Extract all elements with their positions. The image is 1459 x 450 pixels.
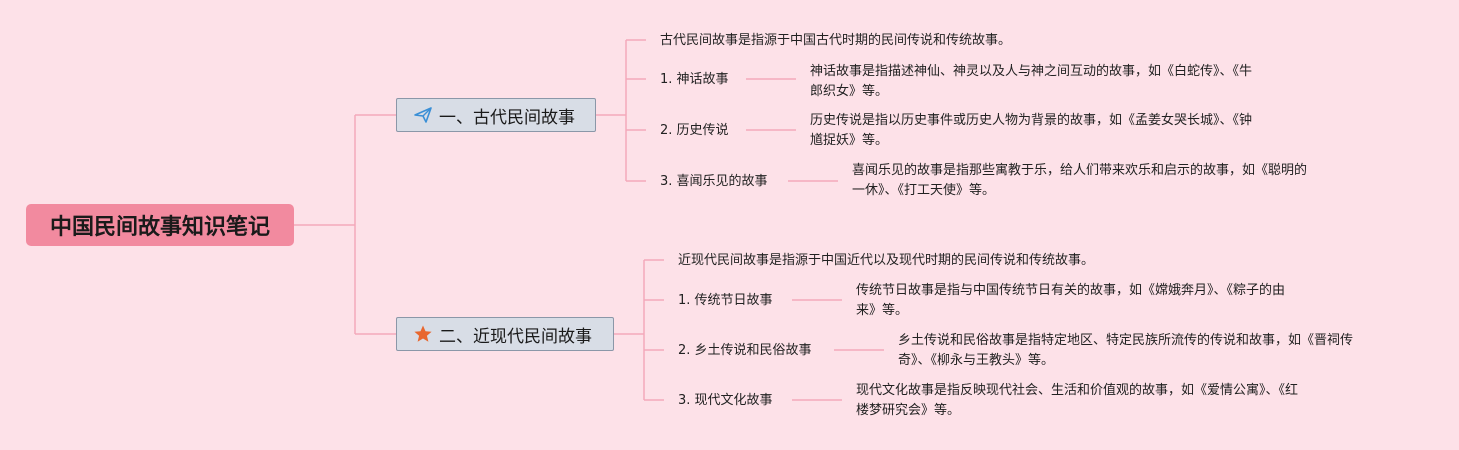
topic-popular-desc: 喜闻乐见的故事是指那些寓教于乐，给人们带来欢乐和启示的故事，如《聪明的 一休》、… xyxy=(852,163,1308,198)
root-topic[interactable]: 中国民间故事知识笔记 xyxy=(26,204,294,246)
topic-modern-culture-desc: 现代文化故事是指反映现代社会、生活和价值观的故事，如《爱情公寓》、《红 楼梦研究… xyxy=(856,383,1299,418)
branch-intro: 近现代民间故事是指源于中国近代以及现代时期的民间传说和传统故事。 xyxy=(678,253,1095,268)
topic-festival-desc: 传统节日故事是指与中国传统节日有关的故事，如《嫦娥奔月》、《粽子的由 来》等。 xyxy=(856,283,1286,318)
star-icon xyxy=(413,324,433,344)
topic-myth-desc: 神话故事是指描述神仙、神灵以及人与神之间互动的故事，如《白蛇传》、《牛 郎织女》… xyxy=(810,64,1253,99)
branch-title: 二、近现代民间故事 xyxy=(439,326,592,347)
branch-ancient[interactable]: 一、古代民间故事 xyxy=(396,98,596,132)
branch-modern[interactable]: 二、近现代民间故事 xyxy=(396,317,614,351)
paper-plane-icon xyxy=(413,105,433,125)
topic-popular[interactable]: 3. 喜闻乐见的故事 xyxy=(660,174,768,189)
topic-folklore-desc: 乡土传说和民俗故事是指特定地区、特定民族所流传的传说和故事，如《晋祠传 奇》、《… xyxy=(898,333,1354,368)
root-title: 中国民间故事知识笔记 xyxy=(49,215,270,240)
topic-folklore[interactable]: 2. 乡土传说和民俗故事 xyxy=(678,343,812,358)
topic-history-desc: 历史传说是指以历史事件或历史人物为背景的故事，如《孟姜女哭长城》、《钟 馗捉妖》… xyxy=(810,113,1253,148)
topic-festival[interactable]: 1. 传统节日故事 xyxy=(678,293,773,308)
branch-intro: 古代民间故事是指源于中国古代时期的民间传说和传统故事。 xyxy=(660,33,1012,48)
branch-title: 一、古代民间故事 xyxy=(439,107,575,128)
topic-myth[interactable]: 1. 神话故事 xyxy=(660,72,729,87)
topic-modern-culture[interactable]: 3. 现代文化故事 xyxy=(678,393,773,408)
topic-history[interactable]: 2. 历史传说 xyxy=(660,123,729,138)
